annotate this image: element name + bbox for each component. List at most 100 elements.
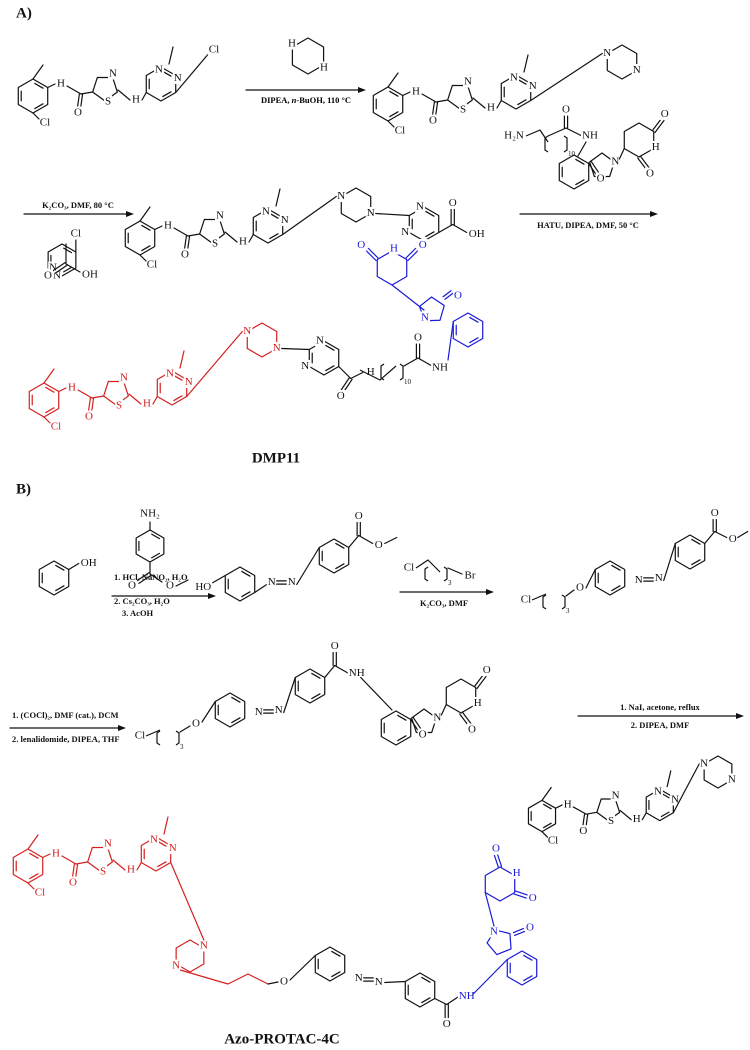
bond: [409, 718, 419, 732]
label-knockout: [525, 921, 536, 934]
bond: [331, 971, 341, 978]
bond: [585, 811, 598, 815]
lactam-ring: [589, 152, 615, 178]
atom-label: N: [104, 838, 112, 850]
bond: [387, 120, 395, 128]
atom-label: NH: [459, 990, 475, 1002]
bond: [338, 365, 352, 380]
atom-label: O: [128, 580, 136, 592]
bond: [43, 416, 51, 424]
bond-chain: [145, 729, 161, 737]
label-knockout: [33, 886, 47, 899]
bond: [187, 233, 201, 237]
bond: [71, 863, 76, 879]
label-knockout: [98, 865, 108, 878]
bond-chain: [443, 566, 448, 582]
label-knockout: [335, 390, 346, 403]
bond: [704, 530, 716, 545]
label-knockout: [602, 47, 613, 60]
step3-condition-2: 2. lenalidomide, DIPEA, THF: [12, 734, 120, 744]
panel-b-product: ClHHOSNHNNNNONNONHNOHOOAzo-PROTAC-4C: [12, 816, 538, 1047]
bond: [296, 546, 320, 586]
bond: [513, 893, 527, 899]
bond: [496, 99, 502, 109]
label-knockout: [198, 939, 209, 952]
aryl-ring: [17, 78, 49, 114]
bond: [641, 812, 647, 821]
label-knockout: [389, 242, 400, 255]
atom-label: O: [280, 976, 288, 988]
bond: [587, 162, 597, 176]
atom-label: Cl: [51, 421, 61, 433]
bond: [421, 976, 431, 983]
atom-label: O: [355, 510, 363, 522]
atom-label: Cl: [395, 125, 405, 137]
atom-label: O: [449, 197, 457, 209]
atom-label: N: [355, 972, 363, 984]
bond: [141, 245, 151, 252]
bond: [618, 147, 625, 160]
label-knockout: [49, 420, 63, 433]
atom-label: N: [611, 156, 619, 168]
bond: [543, 803, 552, 810]
label-knockout: [486, 101, 497, 114]
label-knockout: [581, 129, 599, 142]
label-knockout: [472, 697, 483, 710]
label-knockout: [578, 825, 589, 838]
label-knockout: [428, 114, 439, 127]
atom-label: N: [301, 360, 309, 372]
bond: [241, 591, 251, 598]
label-knockout: [365, 366, 376, 379]
label-knockout: [127, 579, 138, 592]
bond: [447, 320, 454, 361]
atom-label: N: [120, 372, 128, 384]
bond: [425, 210, 435, 217]
atom-label: N: [700, 758, 708, 770]
atom-label: H: [164, 220, 172, 232]
bond: [431, 101, 436, 117]
atom-label: O: [492, 843, 500, 855]
bond: [737, 530, 749, 539]
bond: [66, 85, 82, 95]
bond: [514, 890, 528, 896]
label-knockout: [43, 269, 54, 282]
label-knockout: [48, 261, 59, 274]
product-label-dmp11: DMP11: [252, 450, 300, 466]
bond: [201, 700, 216, 723]
bond: [210, 574, 226, 585]
label-knockout: [670, 793, 681, 806]
bond: [269, 212, 279, 219]
bond: [360, 676, 393, 711]
atom-label: Br: [465, 570, 476, 582]
bond: [575, 179, 585, 186]
bond: [554, 804, 563, 809]
label-knockout: [279, 975, 290, 988]
atom-label: NH: [349, 667, 365, 679]
step4-condition-1: 1. NaI, acetone, reflux: [620, 702, 700, 712]
bond: [325, 365, 335, 372]
bond: [397, 735, 407, 742]
label-knockout: [329, 640, 340, 653]
label-knockout: [645, 167, 656, 180]
bond: [173, 227, 189, 237]
atom-label: Cl: [40, 117, 50, 129]
label-knockout: [114, 399, 124, 412]
label-knockout: [595, 172, 606, 185]
repeat-index: 10: [568, 150, 576, 158]
atom-label: H: [288, 38, 296, 50]
label-knockout: [417, 728, 428, 741]
arrow-head-icon: [126, 211, 134, 217]
bond: [403, 357, 419, 367]
atom-label: NH₂: [140, 508, 160, 520]
bond: [175, 579, 189, 587]
atom-label: N: [671, 793, 679, 805]
bond: [34, 103, 44, 110]
bond-chain: [544, 135, 549, 153]
atom-label: O: [483, 664, 491, 676]
bond: [565, 127, 583, 137]
bond: [391, 284, 425, 311]
atom-label: N: [529, 80, 537, 92]
label-knockout: [726, 773, 737, 786]
bond: [157, 840, 167, 847]
